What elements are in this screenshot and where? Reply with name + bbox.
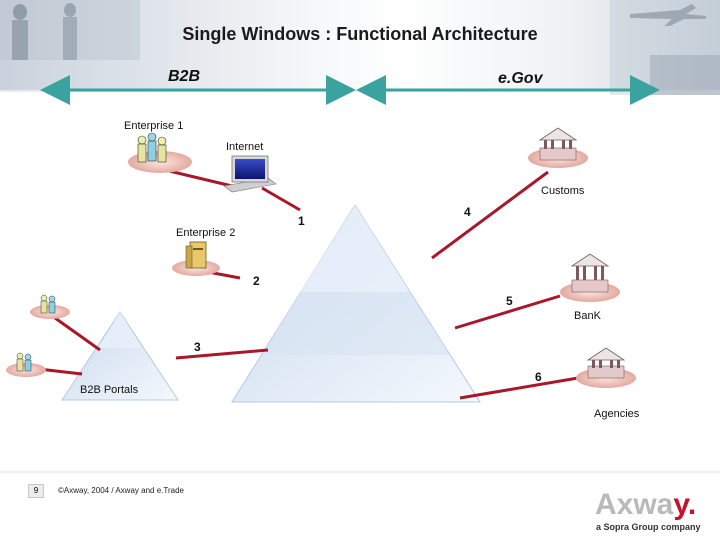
- customs-label: Customs: [541, 185, 585, 197]
- b2b-portals-label: B2B Portals: [80, 384, 139, 396]
- b2b-segment-label: B2B: [168, 68, 201, 85]
- link-number-4: 4: [464, 205, 471, 219]
- enterprise2-label: Enterprise 2: [176, 227, 236, 239]
- link-enterprise1-internet: [164, 168, 233, 188]
- internet-computer-icon: [223, 155, 277, 193]
- b2b-user1-icon: [30, 294, 70, 319]
- single-window-pyramid: [231, 204, 481, 403]
- link-bank: [454, 294, 561, 330]
- agencies-label: Agencies: [594, 408, 640, 420]
- enterprise1-people-icon: [128, 132, 192, 173]
- link-number-5: 5: [506, 294, 513, 308]
- b2b-portals-pyramid: [61, 311, 179, 401]
- b2b-user2-icon: [6, 352, 46, 377]
- link-internet-pyramid: [261, 186, 301, 212]
- internet-label: Internet: [226, 141, 264, 153]
- logo-tagline: a Sopra Group company: [596, 522, 701, 532]
- link-number-6: 6: [535, 370, 542, 384]
- link-number-1: 1: [298, 214, 305, 228]
- link-agencies: [459, 376, 579, 400]
- bank-building-icon: [560, 253, 620, 302]
- architecture-diagram: [6, 75, 660, 403]
- enterprise2-server-icon: [172, 241, 220, 276]
- link-customs: [431, 170, 549, 260]
- customs-building-icon: [528, 127, 588, 168]
- link-number-3: 3: [194, 340, 201, 354]
- link-portals-pyramid: [175, 348, 269, 360]
- egov-segment-label: e.Gov: [498, 70, 543, 87]
- link-number-2: 2: [253, 274, 260, 288]
- page-number: 9: [28, 484, 44, 498]
- header-photo-people: [0, 0, 140, 60]
- axway-logo: Axway.: [595, 488, 697, 521]
- enterprise1-label: Enterprise 1: [124, 120, 184, 132]
- bank-label: BanK: [574, 310, 601, 322]
- footer-divider: [0, 471, 720, 473]
- link-b2b-user1: [47, 311, 101, 352]
- page-title: Single Windows : Functional Architecture: [182, 24, 538, 44]
- copyright-text: ©Axway, 2004 / Axway and e.Trade: [58, 486, 184, 495]
- agencies-building-icon: [576, 347, 636, 388]
